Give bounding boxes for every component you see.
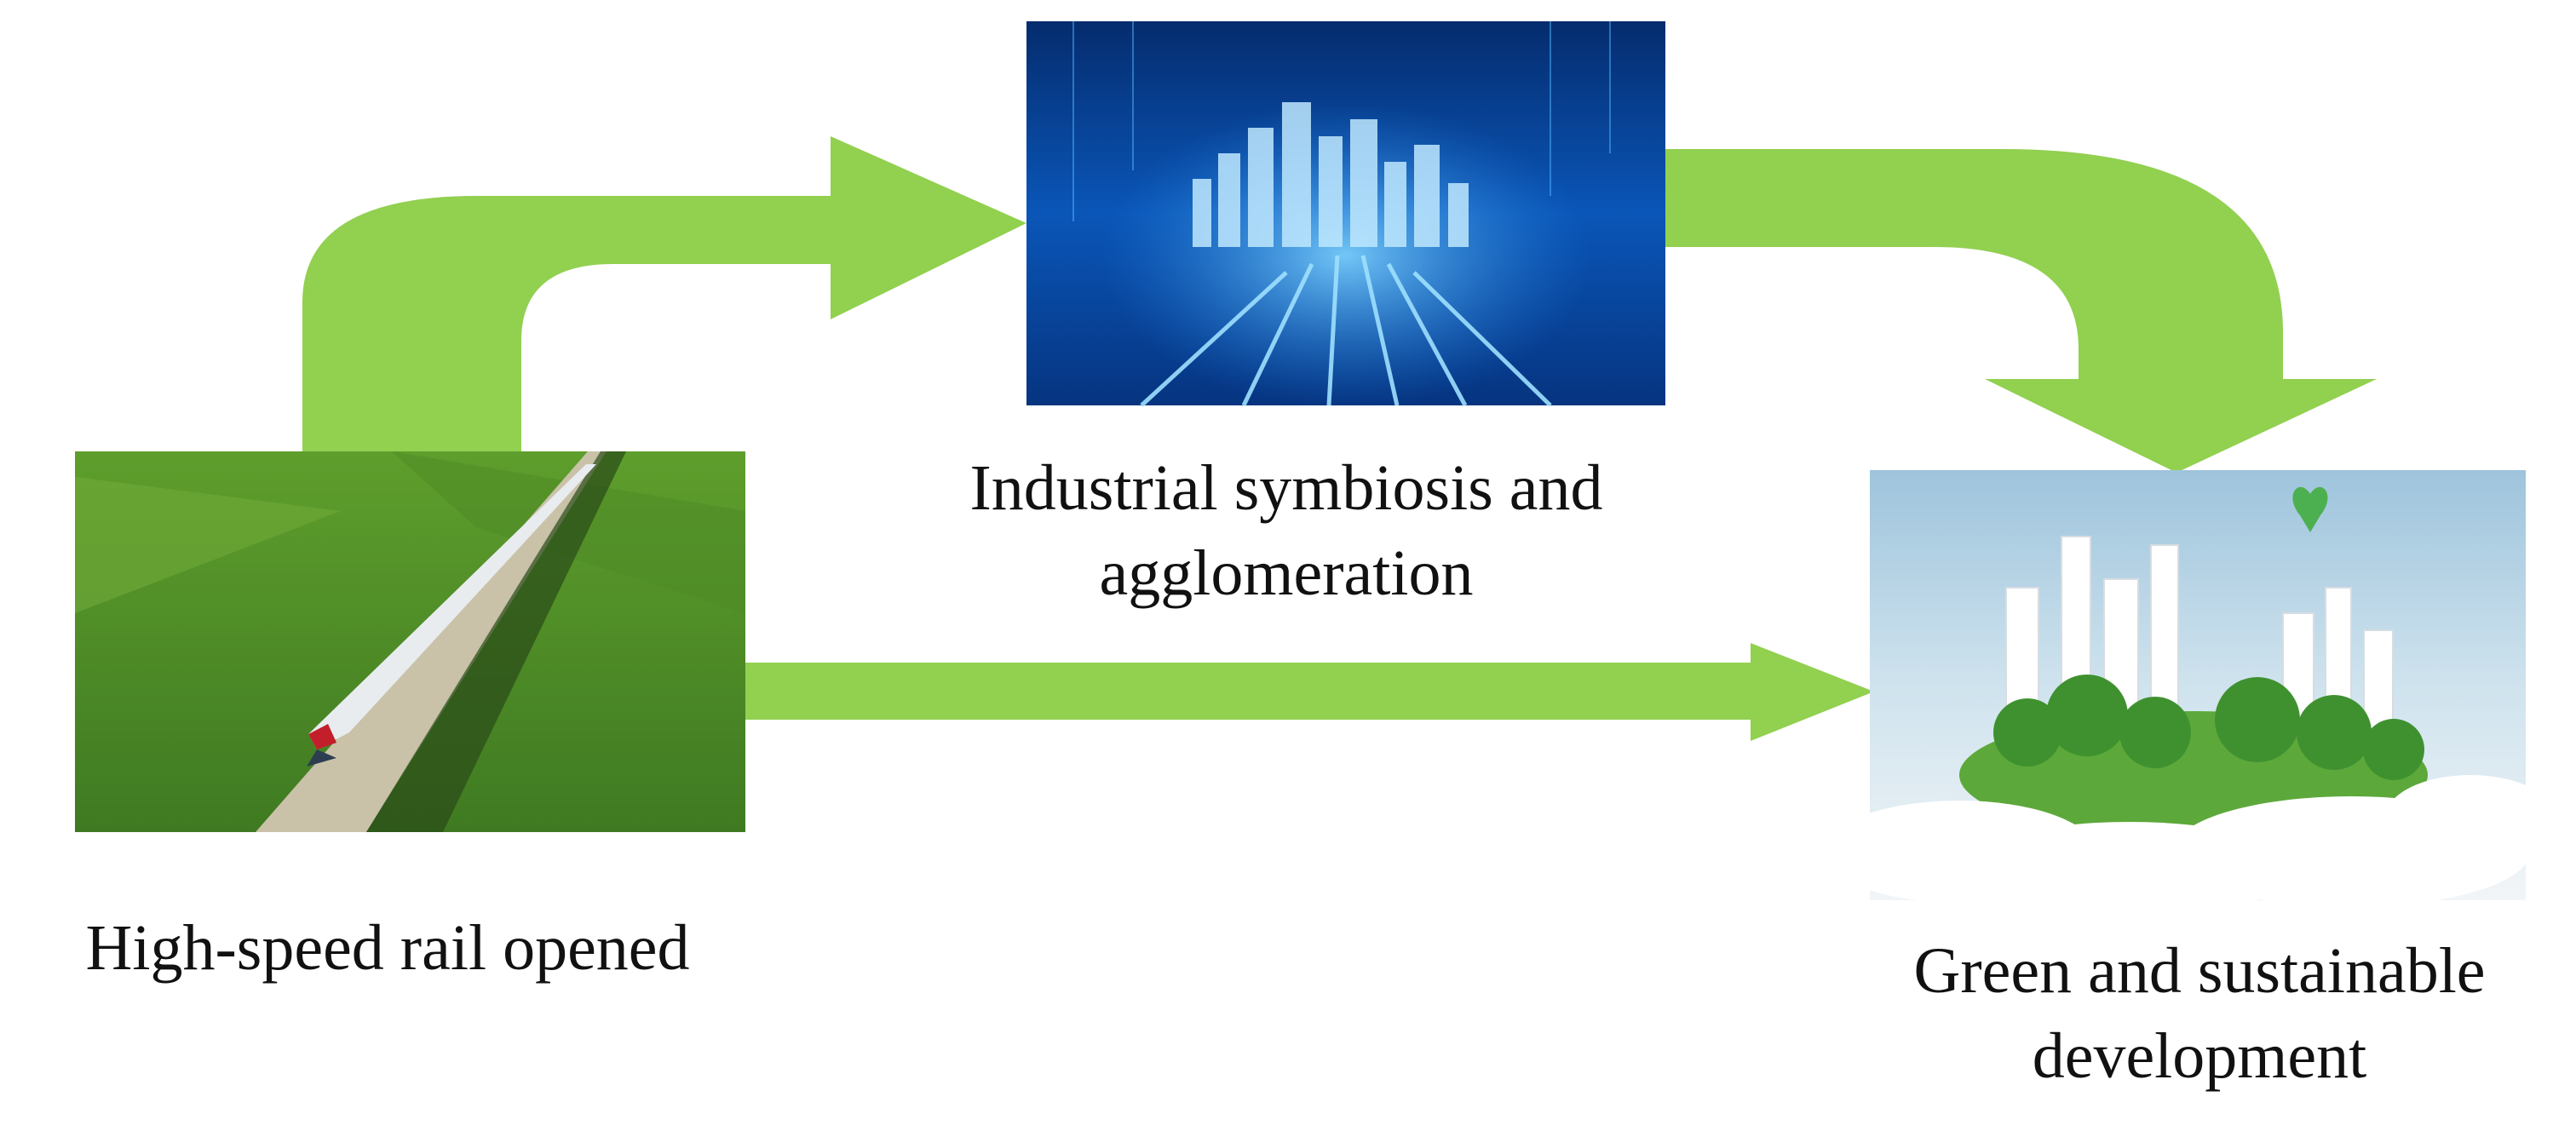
label-high-speed-rail: High-speed rail opened <box>0 905 775 991</box>
label-industrial-symbiosis: Industrial symbiosis and agglomeration <box>894 445 1678 616</box>
high-speed-train-photo <box>75 451 745 832</box>
label-green-development: Green and sustainable development <box>1823 928 2576 1099</box>
arrow-industrial-to-green <box>1665 149 2377 473</box>
label-industrial-line-1: Industrial symbiosis and <box>969 452 1603 524</box>
eco-city-paper-art-illustration <box>1823 470 2556 916</box>
label-green-line-2: development <box>2032 1020 2367 1092</box>
arrow-rail-to-industrial <box>302 136 1026 451</box>
arrow-rail-to-green <box>745 643 1874 741</box>
label-industrial-line-2: agglomeration <box>1099 537 1474 609</box>
label-high-speed-rail-text: High-speed rail opened <box>85 912 690 984</box>
label-green-line-1: Green and sustainable <box>1913 935 2486 1007</box>
digital-city-circuit-photo <box>1026 21 1665 409</box>
